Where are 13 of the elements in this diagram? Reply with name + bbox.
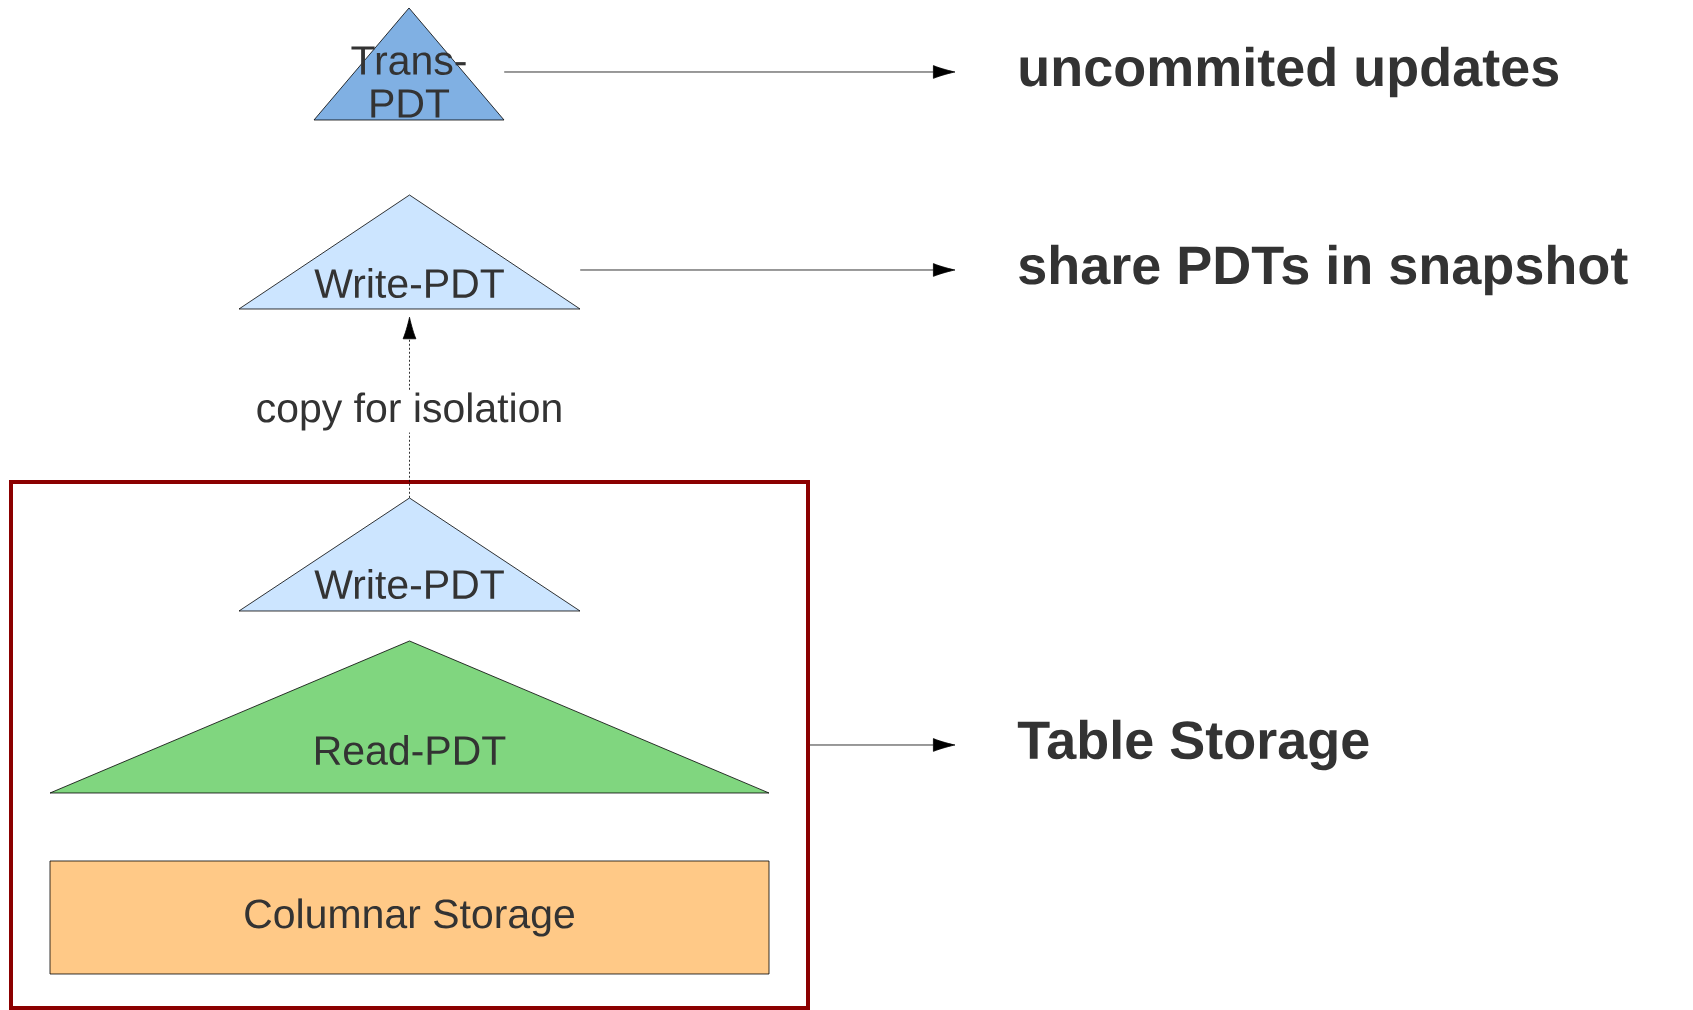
edge-label: copy for isolation [253, 390, 566, 433]
triangle: Write-PDT [238, 194, 581, 310]
triangle: Read-PDT [49, 640, 770, 794]
heading-text: uncommited updates [1020, 46, 1559, 98]
storage-box: Columnar Storage [49, 860, 770, 975]
container-frame [9, 480, 810, 1010]
triangle: Write-PDT [238, 497, 581, 612]
arrow [809, 738, 956, 752]
arrow [503, 65, 956, 79]
arrow [579, 263, 956, 277]
heading-text: share PDTs in snapshot [1019, 244, 1628, 296]
arrow [402, 316, 417, 499]
heading-text: Table Storage [1017, 719, 1369, 771]
